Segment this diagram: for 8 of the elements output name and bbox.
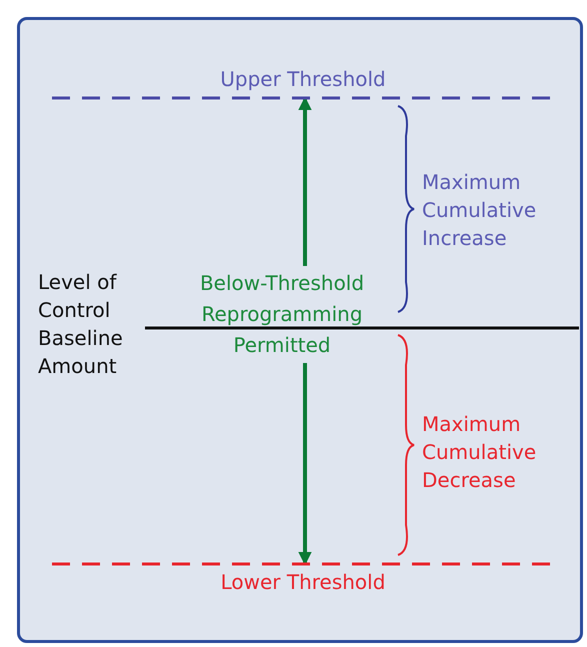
- axis-label: Level of Control Baseline Amount: [38, 269, 124, 380]
- range-label: Maximum Cumulative Increase: [422, 169, 538, 252]
- arrow: [298, 363, 312, 566]
- range-label: Maximum Cumulative Decrease: [422, 411, 538, 494]
- text-label: Below-Threshold Reprogramming Permitted: [172, 268, 392, 361]
- arrow: [298, 96, 312, 266]
- threshold-label: Lower Threshold: [220, 570, 386, 595]
- threshold-label: Upper Threshold: [220, 67, 386, 92]
